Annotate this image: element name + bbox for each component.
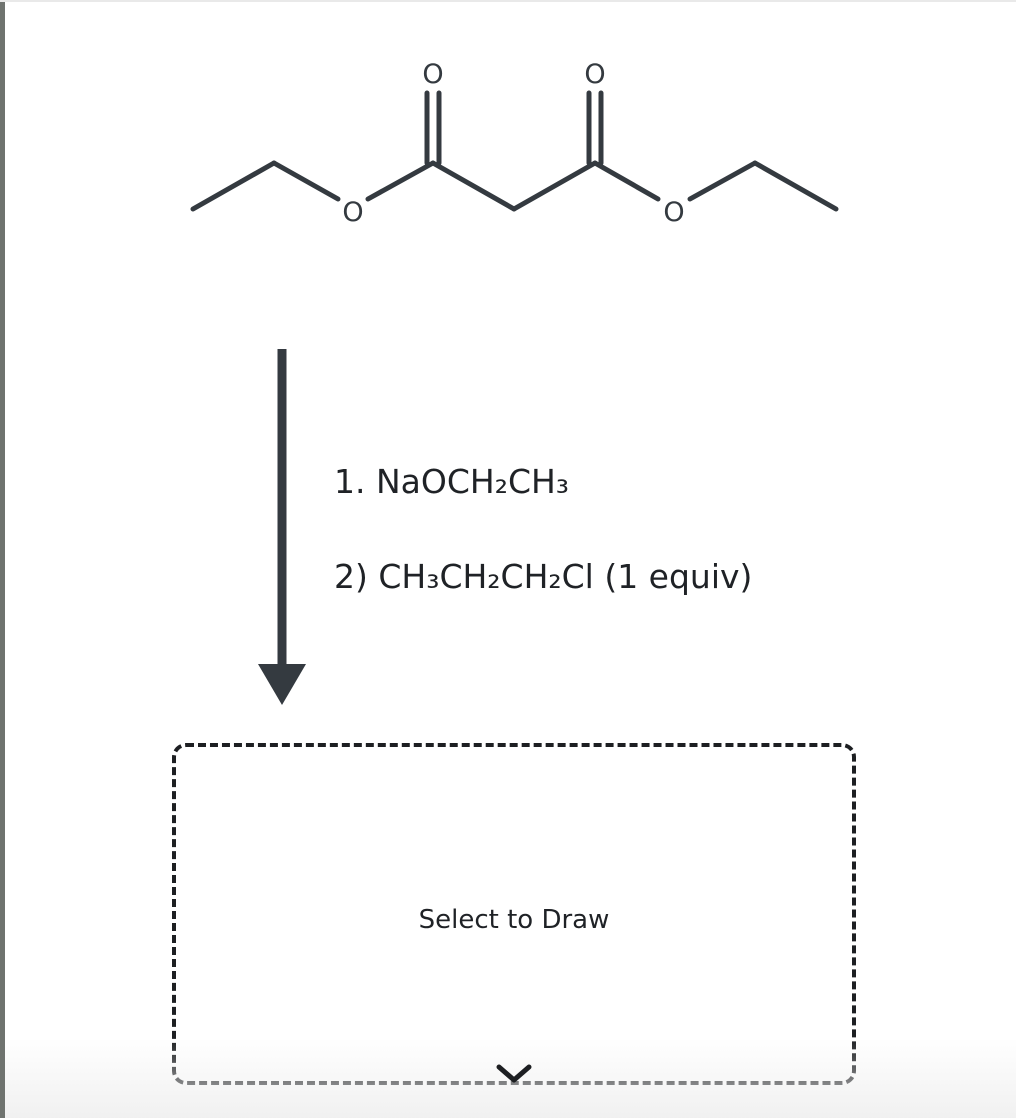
draw-answer-box[interactable]: Select to Draw xyxy=(172,743,856,1085)
atom-label: O xyxy=(663,197,684,228)
atom-label: O xyxy=(422,59,443,90)
atom-label: O xyxy=(584,59,605,90)
bond xyxy=(365,160,436,202)
bond xyxy=(271,160,341,202)
bond xyxy=(592,160,661,202)
top-window-edge xyxy=(0,0,1016,2)
bond xyxy=(752,160,839,212)
left-window-edge xyxy=(0,0,5,1118)
bond xyxy=(430,160,517,212)
select-to-draw-label: Select to Draw xyxy=(418,905,610,935)
reagent-step-1: 1. NaOCH₂CH₃ xyxy=(334,462,570,501)
bond xyxy=(190,160,277,212)
atom-label: O xyxy=(342,197,363,228)
bond xyxy=(687,160,758,202)
chevron-down-icon[interactable] xyxy=(494,1058,534,1092)
diethyl-malonate-structure: O O O O xyxy=(190,59,839,228)
reaction-arrow xyxy=(258,349,306,705)
reagent-step-2: 2) CH₃CH₂CH₂Cl (1 equiv) xyxy=(334,557,753,596)
bond xyxy=(511,160,598,212)
